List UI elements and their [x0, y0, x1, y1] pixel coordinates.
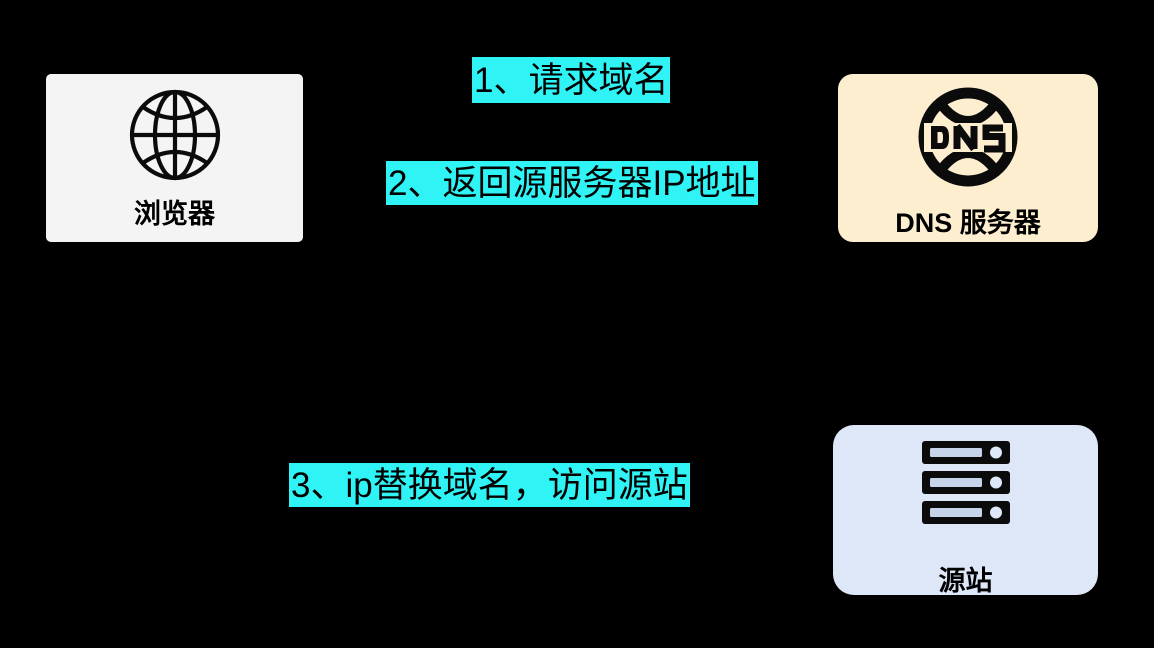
- node-origin-station-label: 源站: [938, 566, 993, 596]
- node-dns-server-label: DNS 服务器: [895, 208, 1041, 238]
- node-browser-label: 浏览器: [134, 199, 215, 229]
- dns-globe-icon: [916, 85, 1020, 194]
- node-origin-station[interactable]: 源站: [833, 425, 1098, 595]
- globe-icon: [127, 87, 223, 188]
- node-dns-server[interactable]: DNS 服务器: [838, 74, 1098, 242]
- step-label-2: 2、返回源服务器IP地址: [386, 161, 758, 205]
- server-rack-icon: [914, 439, 1018, 532]
- step-label-1: 1、请求域名: [472, 57, 671, 103]
- node-browser[interactable]: 浏览器: [46, 74, 303, 242]
- step-label-3: 3、ip替换域名，访问源站: [289, 463, 690, 507]
